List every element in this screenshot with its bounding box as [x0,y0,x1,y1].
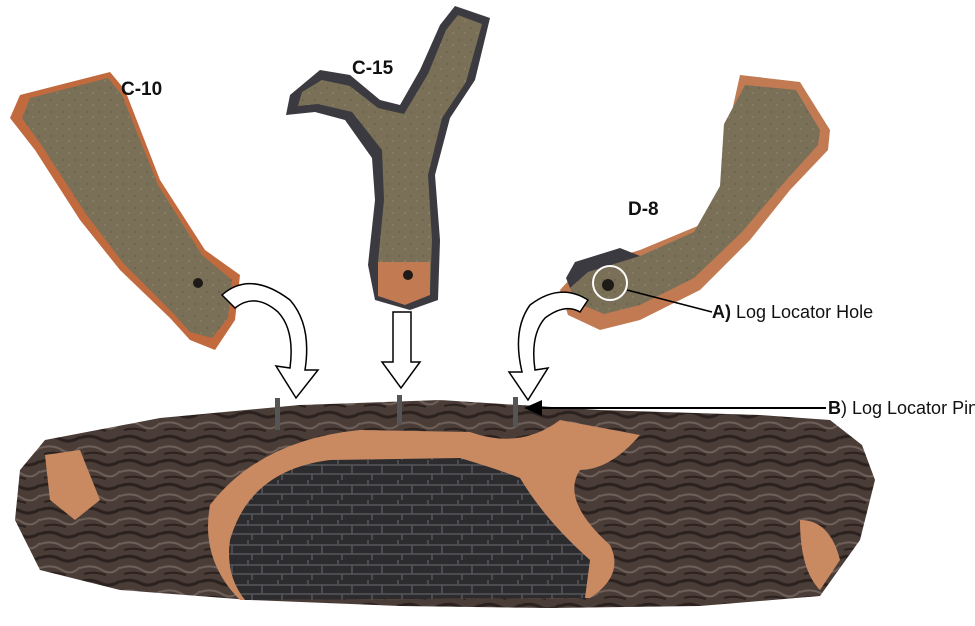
callout-text-hole: Log Locator Hole [731,302,873,322]
log-locator-hole [403,270,413,280]
base-log [15,395,875,608]
log-label-c10: C-10 [121,79,162,101]
log-d8 [560,75,830,330]
log-label-c15: C-15 [352,58,393,80]
curved-arrow-left [222,284,318,398]
log-locator-hole-callout: A) Log Locator Hole [712,302,873,323]
curved-arrow-right [509,292,588,400]
callout-letter-b: B [828,398,841,418]
straight-arrow-down [382,312,420,388]
log-c15 [286,6,490,310]
log-label-d8: D-8 [628,199,659,221]
log-locator-pin [275,398,280,430]
callout-letter-a: A) [712,302,731,322]
log-locator-pin [513,397,518,427]
log-locator-hole [602,279,614,291]
log-locator-pin-callout: B) Log Locator Pin [828,398,975,419]
callout-text-pin: ) Log Locator Pin [841,398,975,418]
log-locator-hole [193,278,203,288]
log-locator-pin [397,395,402,425]
log-c10 [10,72,240,350]
